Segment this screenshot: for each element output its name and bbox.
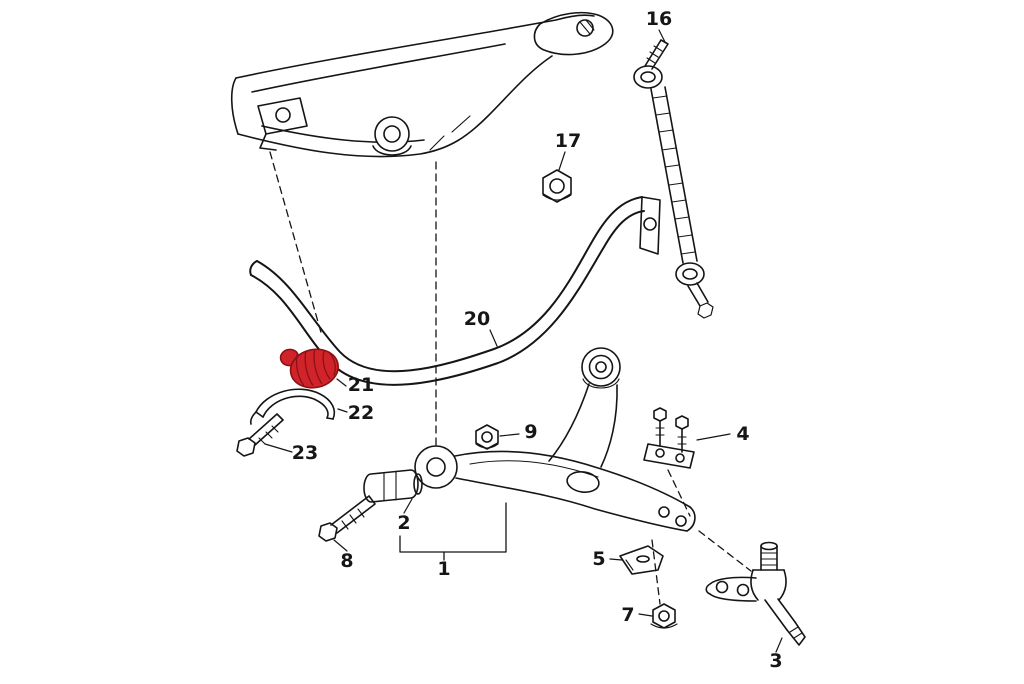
part-label-3[interactable]: 3 [769,650,782,672]
nut-9 [475,424,499,450]
part-label-23[interactable]: 23 [292,442,318,464]
part-label-2[interactable]: 2 [397,512,410,534]
bolt-23 [236,413,284,457]
part-label-8[interactable]: 8 [340,550,353,572]
clamp-22 [249,388,336,425]
nut-17 [542,169,572,203]
label-leader-lines [264,29,783,653]
part-label-1[interactable]: 1 [437,558,450,580]
ball-joint-3 [705,541,806,646]
part-label-4[interactable]: 4 [736,423,749,445]
plate-5 [619,545,664,575]
bushing-2 [363,469,423,503]
part-label-20[interactable]: 20 [464,308,490,330]
assembly-dashed-lines [269,151,752,605]
part-label-7[interactable]: 7 [621,604,634,626]
group-bracket-1 [399,502,507,561]
part-label-22[interactable]: 22 [348,402,374,424]
part-label-16[interactable]: 16 [646,8,672,30]
bracket-4 [643,407,695,469]
stabilizer-bar [249,196,661,386]
bushing-21-highlighted[interactable] [279,340,342,393]
bolt-8 [318,495,376,542]
part-label-17[interactable]: 17 [555,130,581,152]
subframe [230,11,614,158]
diagram-art [230,11,806,653]
control-arm [414,347,696,532]
stabilizer-link [633,39,714,319]
part-label-5[interactable]: 5 [592,548,605,570]
nut-7 [650,603,678,629]
part-label-9[interactable]: 9 [524,421,537,443]
part-label-21[interactable]: 21 [348,374,374,396]
